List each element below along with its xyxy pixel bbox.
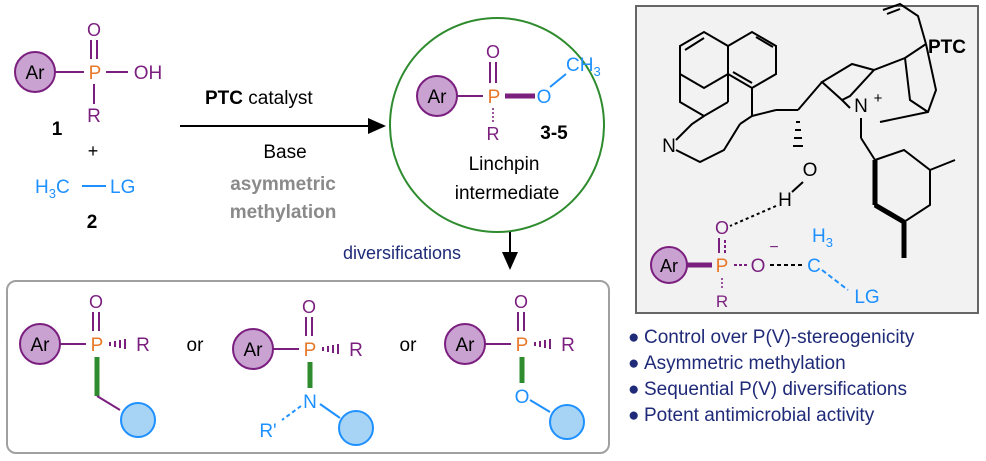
product-phosphonate: Ar P O R O <box>444 292 585 440</box>
feature-list: ●Control over P(V)-stereogenicity ●Asymm… <box>628 325 914 429</box>
svg-text:OH: OH <box>134 63 163 84</box>
svg-text:+: + <box>874 90 883 107</box>
svg-text:Ar: Ar <box>31 335 51 356</box>
ptc-box <box>635 5 979 314</box>
svg-text:Ar: Ar <box>660 256 678 276</box>
svg-text:PTC catalyst: PTC catalyst <box>205 88 313 109</box>
svg-text:Ar: Ar <box>428 87 448 108</box>
svg-text:O: O <box>715 218 729 238</box>
linchpin-intermediate: Ar P O O CH3 R 3-5 Linchpin intermediate <box>389 17 605 233</box>
svg-text:P: P <box>716 256 729 277</box>
svg-text:O: O <box>302 297 316 317</box>
bullet-icon: ● <box>628 405 640 426</box>
svg-text:R: R <box>136 335 150 356</box>
plus-sign: + <box>88 141 99 161</box>
svg-text:O: O <box>89 292 103 312</box>
compound-2-number: 2 <box>87 212 98 233</box>
svg-text:−: − <box>769 239 778 256</box>
svg-text:R: R <box>87 106 101 127</box>
diversifications-arrow: diversifications <box>343 232 518 270</box>
svg-text:LG: LG <box>854 287 879 308</box>
feature-item: ●Potent antimicrobial activity <box>628 403 914 429</box>
svg-text:R': R' <box>259 421 276 442</box>
svg-text:LG: LG <box>110 177 135 198</box>
svg-text:R: R <box>561 335 575 356</box>
svg-text:O: O <box>751 256 766 277</box>
svg-text:R: R <box>487 124 500 144</box>
svg-text:intermediate: intermediate <box>455 183 560 204</box>
svg-text:N: N <box>662 136 676 157</box>
svg-text:Base: Base <box>263 142 306 163</box>
svg-text:H3: H3 <box>812 226 833 250</box>
feature-item: ●Asymmetric methylation <box>628 351 914 377</box>
svg-text:diversifications: diversifications <box>343 243 461 263</box>
svg-text:O: O <box>486 42 500 62</box>
svg-text:C: C <box>807 256 821 277</box>
products-box <box>6 280 610 454</box>
compound-1-number: 1 <box>52 119 63 140</box>
bullet-icon: ● <box>628 327 640 348</box>
svg-text:P: P <box>91 335 104 356</box>
bullet-icon: ● <box>628 379 640 400</box>
svg-text:O: O <box>537 87 552 108</box>
svg-text:O: O <box>87 20 101 40</box>
svg-text:CH3: CH3 <box>566 55 601 79</box>
reaction-arrow: PTC catalyst Base asymmetric methylation <box>180 88 386 223</box>
svg-text:N: N <box>303 392 317 413</box>
product-phosphonamide: Ar P O R N R' <box>232 297 374 446</box>
svg-text:Ar: Ar <box>244 340 264 361</box>
bullet-icon: ● <box>628 353 640 374</box>
ptc-catalyst-structure: PTC N + N O H <box>650 2 966 311</box>
svg-text:H: H <box>778 190 792 211</box>
svg-text:Linchpin: Linchpin <box>469 154 540 175</box>
compound-1: Ar P O OH R 1 + <box>14 20 163 161</box>
product-phosphinate-carbon: Ar P O R <box>19 292 156 438</box>
svg-text:P: P <box>304 340 317 361</box>
svg-text:O: O <box>803 160 818 181</box>
svg-text:O: O <box>515 387 530 408</box>
or-separator-2: or <box>400 335 418 356</box>
svg-text:P: P <box>516 335 529 356</box>
svg-text:Ar: Ar <box>26 63 46 84</box>
svg-text:Ar: Ar <box>456 335 476 356</box>
svg-text:R: R <box>349 340 363 361</box>
svg-text:P: P <box>89 63 102 84</box>
compound-3-5-number: 3-5 <box>540 123 568 144</box>
svg-text:P: P <box>488 87 501 108</box>
feature-item: ●Control over P(V)-stereogenicity <box>628 325 914 351</box>
feature-item: ●Sequential P(V) diversifications <box>628 377 914 403</box>
compound-2: H3C LG 2 <box>35 177 135 233</box>
svg-text:N: N <box>854 96 868 117</box>
or-separator-1: or <box>187 335 205 356</box>
ptc-title: PTC <box>928 37 966 58</box>
svg-text:O: O <box>514 292 528 312</box>
svg-text:methylation: methylation <box>230 202 337 223</box>
svg-text:R: R <box>716 292 728 311</box>
svg-text:H3C: H3C <box>35 177 70 201</box>
svg-text:asymmetric: asymmetric <box>230 174 336 195</box>
